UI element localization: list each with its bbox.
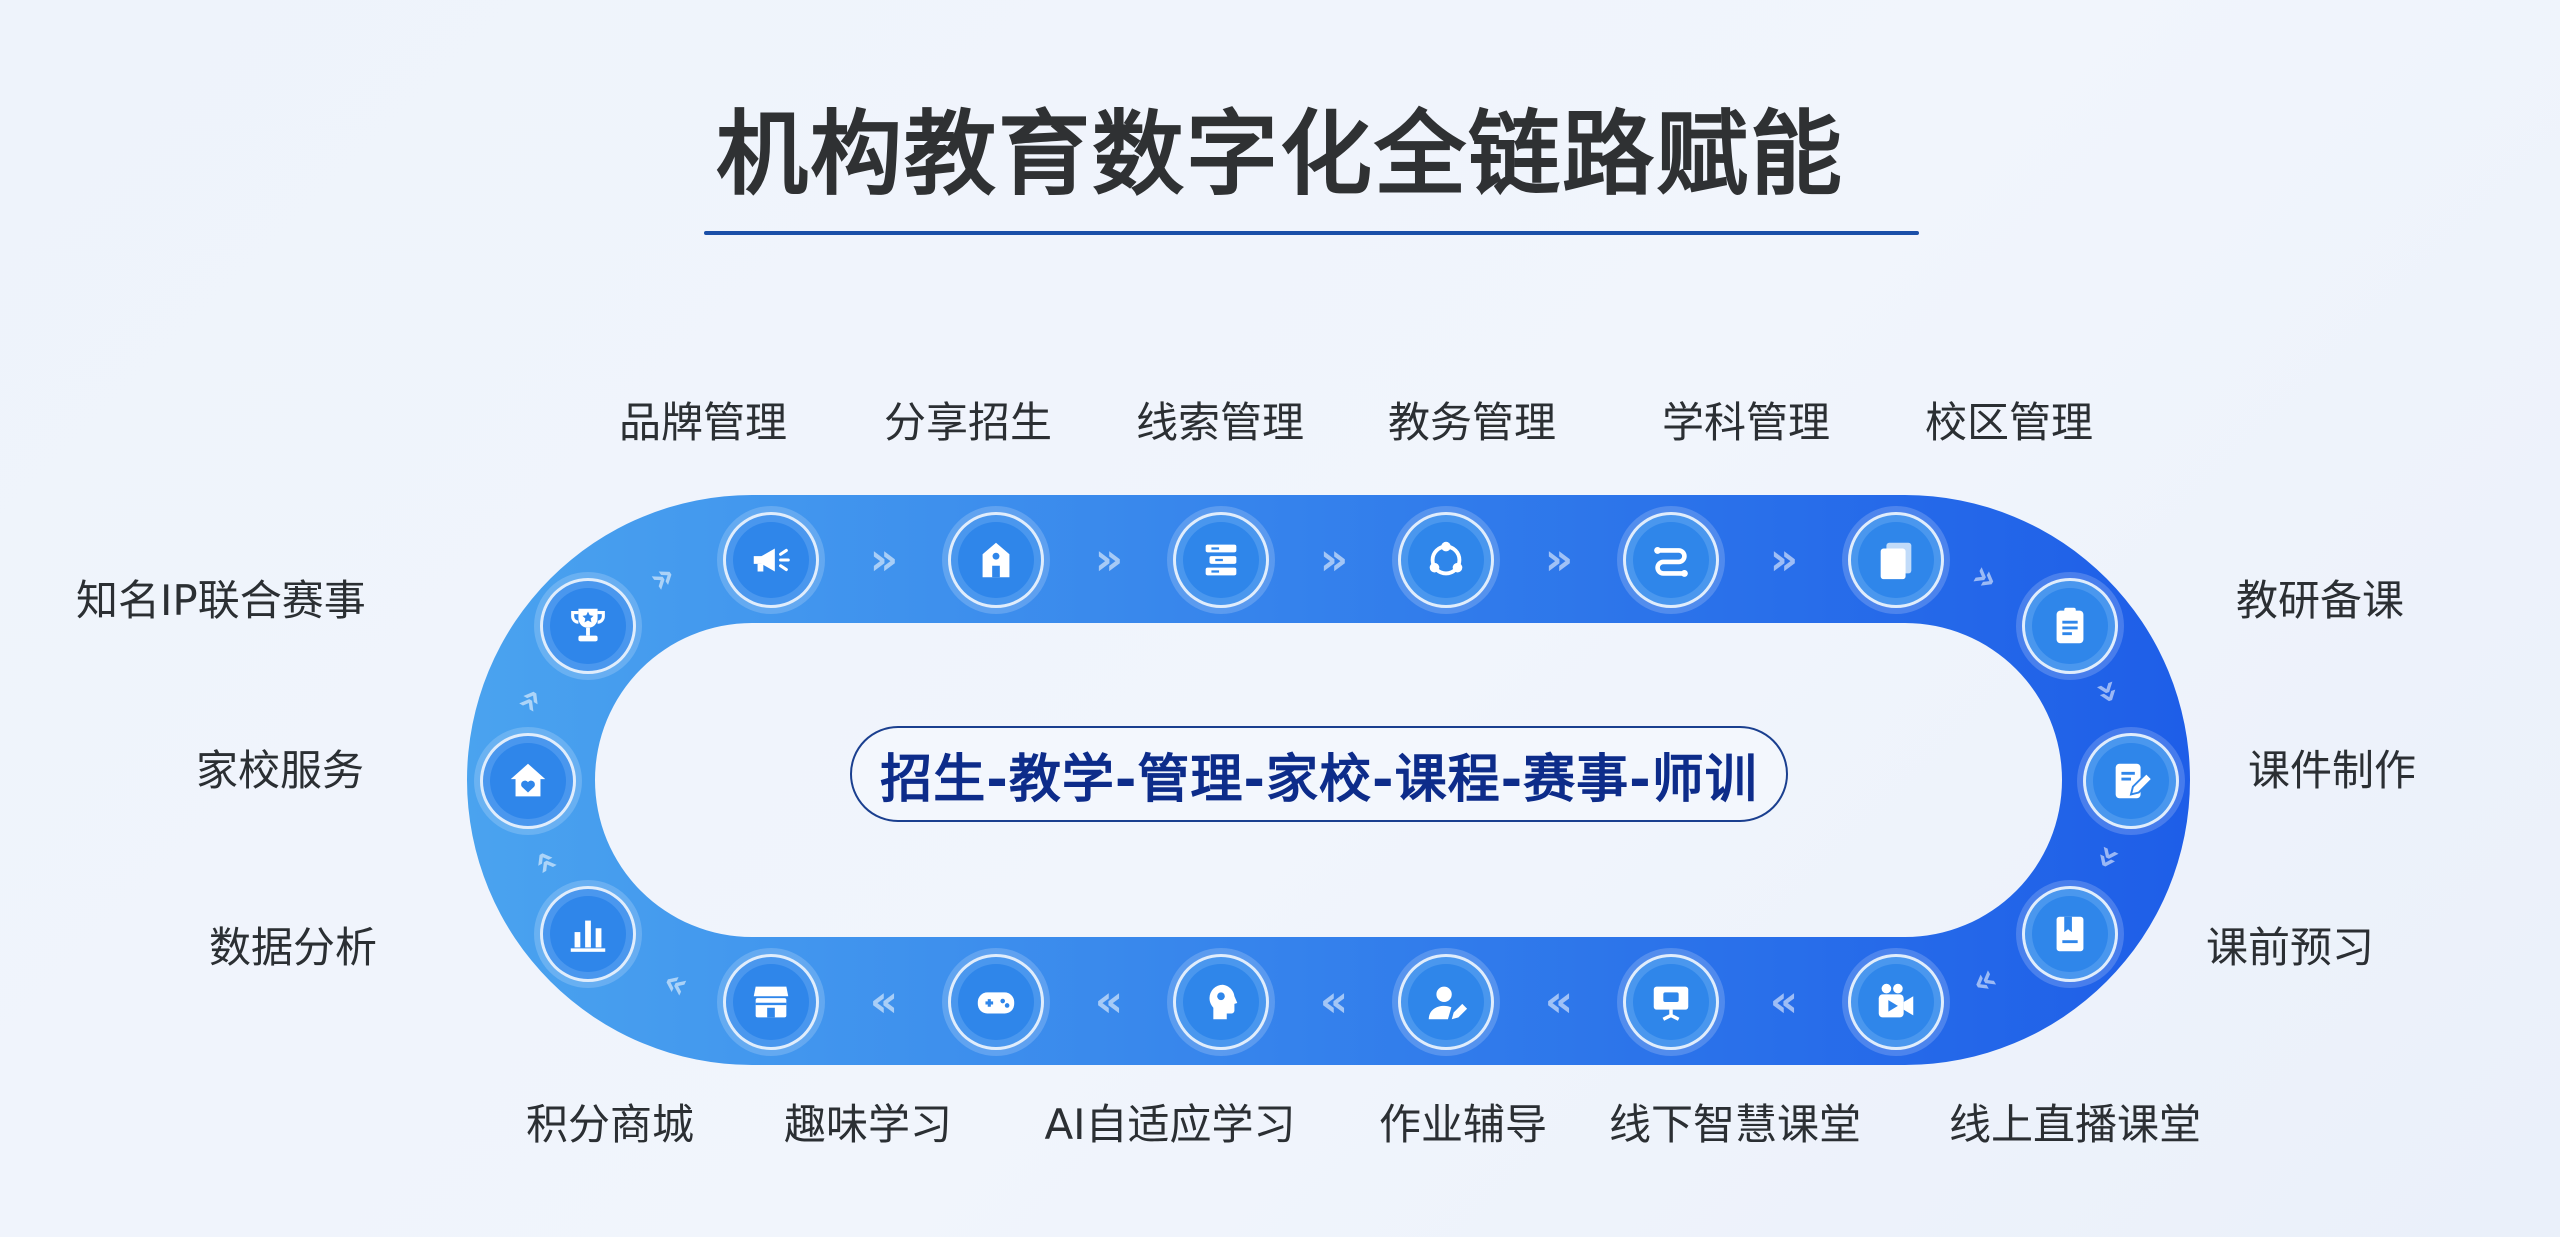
label-top-4: 教务管理	[1387, 398, 1557, 447]
node-bottom-1	[723, 954, 819, 1050]
node-left-2	[480, 733, 576, 829]
node-right-3	[2022, 886, 2118, 982]
flow-chevron-icon: »	[1964, 553, 2006, 602]
flow-chevron-icon: «	[869, 976, 899, 1027]
flow-chevron-icon: »	[505, 679, 554, 721]
node-left-1	[540, 578, 636, 674]
flow-chevron-icon: »	[641, 554, 685, 602]
flow-chevron-icon: »	[655, 961, 694, 1009]
flow-chevron-icon: »	[1544, 534, 1574, 585]
label-bottom-6: 线上直播课堂	[1948, 1100, 2202, 1149]
node-bottom-3	[1173, 954, 1269, 1050]
node-bottom-2	[948, 954, 1044, 1050]
flow-chevron-icon: »	[1319, 534, 1349, 585]
node-bottom-4	[1398, 954, 1494, 1050]
label-right-1: 教研备课	[2236, 576, 2405, 625]
node-right-2	[2083, 733, 2179, 829]
node-top-1	[723, 512, 819, 608]
head-profile-icon	[1209, 984, 1238, 1020]
edit-document-icon	[2115, 763, 2154, 799]
label-bottom-5: 线下智慧课堂	[1608, 1100, 1862, 1149]
home-heart-icon	[510, 763, 546, 797]
store-icon	[753, 986, 789, 1018]
label-bottom-3: AI自适应学习	[1044, 1100, 1296, 1149]
label-left-3: 数据分析	[209, 923, 378, 972]
flow-chevron-icon: »	[869, 534, 899, 585]
label-top-2: 分享招生	[883, 398, 1053, 447]
node-bottom-6	[1848, 954, 1944, 1050]
flow-chevron-icon: «	[1769, 976, 1799, 1027]
clipboard-list-icon	[2056, 607, 2084, 644]
flow-chevron-icon: «	[1544, 976, 1574, 1027]
flow-chevron-icon: »	[1964, 958, 2006, 1007]
gamepad-icon	[977, 992, 1015, 1014]
flow-chevron-icon: »	[2084, 839, 2132, 878]
label-right-3: 课前预习	[2206, 923, 2375, 972]
presentation-board-icon	[1653, 986, 1689, 1021]
label-top-6: 校区管理	[1924, 398, 2094, 447]
flow-chevron-icon: »	[1769, 534, 1799, 585]
node-left-3	[540, 886, 636, 982]
book-icon	[2056, 916, 2084, 952]
bar-chart-icon	[570, 920, 606, 952]
label-top-5: 学科管理	[1661, 398, 1831, 447]
trophy-icon	[571, 608, 605, 642]
label-left-1: 知名IP联合赛事	[76, 576, 366, 625]
node-top-5	[1623, 512, 1719, 608]
flow-chevron-icon: »	[1094, 534, 1124, 585]
flow-chevron-icon: «	[1319, 976, 1349, 1027]
megaphone-icon	[753, 548, 790, 572]
video-camera-icon	[1878, 983, 1914, 1018]
school-icon	[982, 542, 1010, 578]
label-bottom-2: 趣味学习	[783, 1100, 953, 1149]
route-icon	[1654, 546, 1688, 577]
document-stack-icon	[1880, 542, 1912, 580]
books-icon	[1205, 544, 1237, 576]
node-top-4	[1398, 512, 1494, 608]
flow-chevron-icon: »	[520, 841, 569, 883]
node-top-6	[1848, 512, 1944, 608]
node-top-2	[948, 512, 1044, 608]
user-edit-icon	[1428, 986, 1468, 1020]
label-bottom-1: 积分商城	[525, 1100, 695, 1149]
label-right-2: 课件制作	[2248, 746, 2417, 795]
page-title: 机构教育数字化全链路赋能	[715, 101, 1844, 208]
node-right-1	[2022, 578, 2118, 674]
label-left-2: 家校服务	[196, 746, 365, 795]
center-pill: 招生-教学-管理-家校-课程-赛事-师训	[850, 726, 1788, 822]
title-underline	[704, 231, 1919, 235]
node-top-3	[1173, 512, 1269, 608]
flow-chevron-icon: »	[2085, 673, 2132, 710]
label-top-1: 品牌管理	[618, 398, 788, 447]
label-top-3: 线索管理	[1135, 398, 1305, 447]
label-bottom-4: 作业辅导	[1378, 1100, 1548, 1149]
network-icon	[1429, 541, 1463, 576]
node-bottom-5	[1623, 954, 1719, 1050]
flow-chevron-icon: «	[1094, 976, 1124, 1027]
